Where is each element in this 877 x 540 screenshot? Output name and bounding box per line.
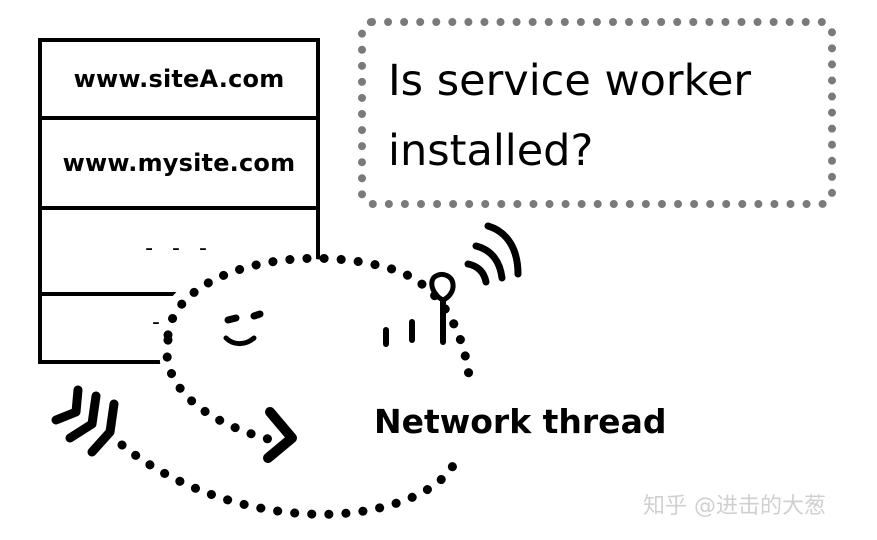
- dotted-path-inner: [162, 335, 277, 445]
- scope-row-label: - - -: [145, 235, 213, 261]
- smile-icon: [223, 335, 257, 347]
- character-body: [159, 258, 464, 493]
- network-thread-label: Network thread: [374, 402, 667, 441]
- antenna-head-icon: [429, 271, 456, 303]
- eye-right-icon: [250, 310, 264, 320]
- signal-wave-icon: [464, 260, 490, 286]
- scope-row-label: www.mysite.com: [62, 149, 296, 177]
- speech-bubble: [358, 18, 836, 208]
- arrow-head-icon: [263, 407, 297, 463]
- speech-bubble-line-2: installed?: [388, 126, 594, 176]
- watermark: 知乎 @进击的大葱: [643, 494, 826, 519]
- dotted-path-outer: [117, 440, 463, 519]
- speech-bubble-text: Is service worker installed?: [388, 46, 828, 186]
- scope-row-mysite: www.mysite.com: [42, 120, 316, 210]
- motion-line-icon: [65, 391, 101, 443]
- signal-wave-icon: [484, 222, 522, 278]
- motion-line-icon: [87, 399, 119, 457]
- character-outline-top: [163, 253, 475, 390]
- scope-row-site-a: www.siteA.com: [42, 42, 316, 120]
- scope-row-partial: -: [42, 296, 316, 360]
- signal-wave-icon: [472, 242, 506, 282]
- scope-row-label: www.siteA.com: [73, 65, 285, 93]
- motion-line-icon: [51, 385, 83, 425]
- eye-left-icon: [224, 314, 240, 324]
- speech-bubble-line-1: Is service worker: [388, 56, 752, 106]
- scope-row-label: -: [152, 310, 166, 335]
